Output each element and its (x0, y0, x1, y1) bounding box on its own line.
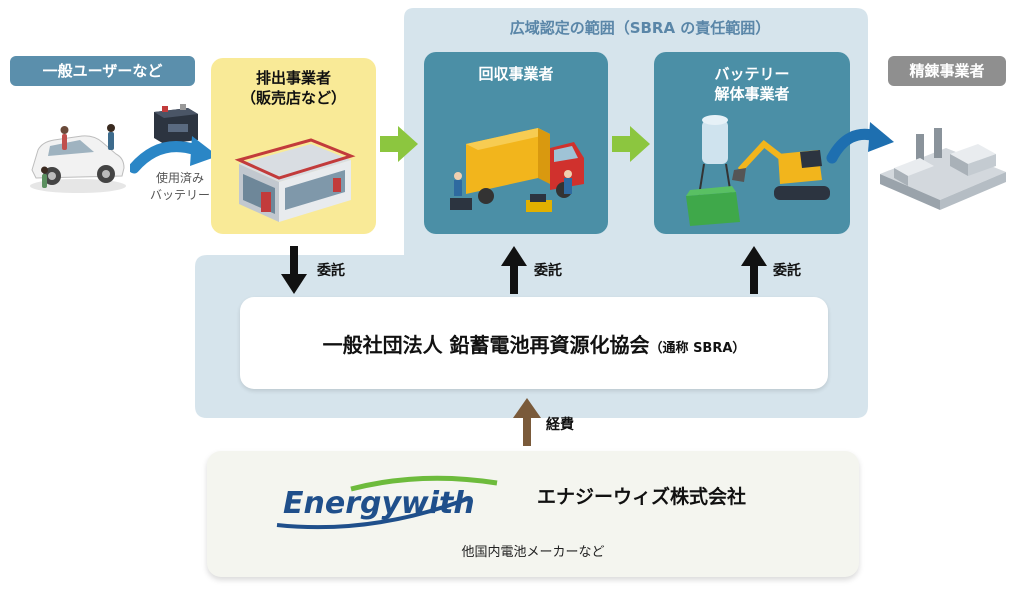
store-building-icon (234, 138, 356, 222)
association-alias: （通称 SBRA） (649, 341, 746, 356)
consign-label-collector: 委託 (534, 263, 562, 279)
excavator-icon (686, 115, 830, 226)
refiner-tag: 精錬事業者 (888, 56, 1006, 86)
consign-arrow-up-icon (741, 246, 767, 294)
discharger-title: 排出事業者 （販売店など） (211, 68, 376, 108)
logo-text: Energywith (283, 486, 475, 521)
consign-arrow-down-icon (281, 246, 307, 294)
company-name: エナジーウィズ株式会社 (537, 486, 747, 508)
association-name-line: 一般社団法人 鉛蓄電池再資源化協会（通称 SBRA） (240, 329, 828, 358)
curved-arrow-icon (130, 136, 218, 174)
collector-title: 回収事業者 (478, 65, 554, 83)
other-makers-label: 他国内電池メーカーなど (461, 545, 605, 560)
car-illustration (30, 124, 126, 193)
discharger-title-line1: 排出事業者 (255, 69, 331, 87)
dismantler-title-line2: 解体事業者 (714, 85, 790, 103)
dismantler-title-line1: バッテリー (714, 65, 790, 83)
discharger-card: 排出事業者 （販売店など） (211, 58, 376, 234)
factory-icon (880, 128, 1006, 210)
dismantler-card: バッテリー 解体事業者 (654, 52, 850, 234)
energywith-logo: Energywith (276, 475, 498, 530)
used-battery-label-line1: 使用済み (155, 171, 204, 185)
battery-maker-box: Energywith エナジーウィズ株式会社 他国内電池メーカーなど (207, 451, 859, 577)
flow-arrow-icon (612, 126, 650, 162)
sbra-association-box: 一般社団法人 鉛蓄電池再資源化協会（通称 SBRA） (240, 297, 828, 389)
flow-arrow-icon (380, 126, 418, 162)
used-battery-label-line2: バッテリー (149, 188, 210, 202)
curved-arrow-icon (826, 122, 894, 164)
dismantler-title: バッテリー 解体事業者 (654, 64, 850, 104)
scope-title: 広域認定の範囲（SBRA の責任範囲） (509, 19, 771, 37)
discharger-title-line2: （販売店など） (240, 89, 346, 107)
association-name: 一般社団法人 鉛蓄電池再資源化協会 (322, 333, 650, 357)
expense-label: 経費 (546, 417, 574, 433)
truck-icon (450, 128, 584, 212)
general-users-tag: 一般ユーザーなど (10, 56, 195, 86)
consign-label-dismantler: 委託 (773, 263, 801, 279)
used-battery-label: 使用済み バッテリー (140, 170, 220, 204)
expense-arrow-up-icon (513, 398, 541, 446)
consign-arrow-up-icon (501, 246, 527, 294)
consign-label-discharger: 委託 (317, 263, 345, 279)
collector-card: 回収事業者 (424, 52, 608, 234)
battery-icon (154, 104, 198, 144)
